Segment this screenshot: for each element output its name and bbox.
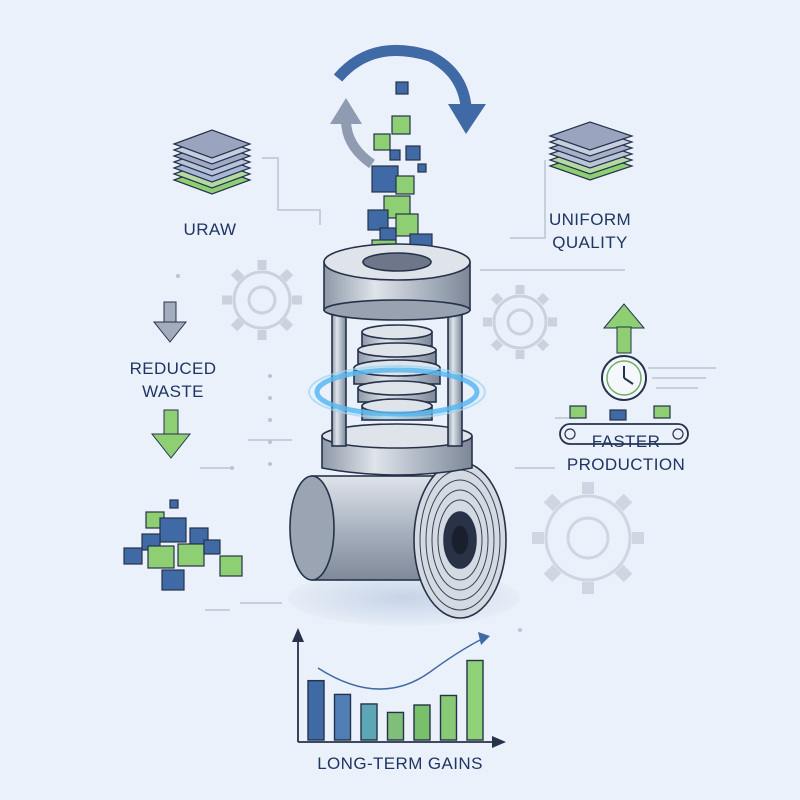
faster-production-label: FASTER PRODUCTION <box>548 430 704 476</box>
raw-label: URAW <box>183 220 237 239</box>
gains-bar-1 <box>307 679 325 741</box>
y-axis-arrowhead <box>292 628 304 642</box>
reduced-waste-line-1: REDUCED <box>129 359 217 378</box>
gear-icon <box>222 260 302 340</box>
dot-pattern <box>176 274 522 632</box>
growth-trend-arrowhead <box>478 632 490 645</box>
cube-icon <box>367 81 433 267</box>
uniform-quality-line-1: UNIFORM <box>548 210 632 229</box>
long-term-gains-label: LONG-TERM GAINS <box>317 754 483 773</box>
long-term-gains-chart <box>292 628 506 748</box>
gains-bar-5 <box>413 704 431 741</box>
uniform-quality-line-2: QUALITY <box>552 233 628 252</box>
faster-production-line-2: PRODUCTION <box>566 455 686 474</box>
reduced-waste-line-2: WASTE <box>142 382 204 401</box>
growth-trend-line <box>317 637 485 690</box>
gear-icon <box>532 482 644 594</box>
down-arrow-icon <box>150 409 192 459</box>
down-arrow-icon <box>152 301 188 343</box>
press-machine <box>288 243 520 626</box>
layer-stack-icon <box>172 129 252 195</box>
conveyor-belt-icon <box>559 405 689 445</box>
gains-bar-2 <box>333 693 352 741</box>
gains-bar-3 <box>360 703 378 741</box>
gains-bar-7 <box>466 659 484 741</box>
reduced-waste-label: REDUCED WASTE <box>108 357 238 403</box>
clock-icon <box>601 355 716 401</box>
faster-production-line-1: FASTER <box>591 432 661 451</box>
x-axis-arrowhead <box>492 736 506 748</box>
cube-icon <box>123 499 243 591</box>
recycle-arrows-icon <box>330 44 486 169</box>
up-arrow-icon <box>602 303 646 354</box>
gains-bar-4 <box>386 711 405 741</box>
gear-icon <box>483 285 557 359</box>
layer-stack-icon <box>548 121 634 181</box>
gains-bar-6 <box>439 694 458 741</box>
uniform-quality-label: UNIFORM QUALITY <box>525 208 655 254</box>
